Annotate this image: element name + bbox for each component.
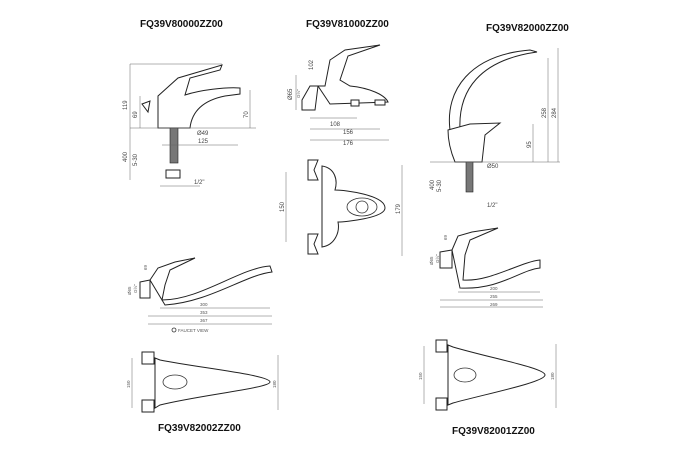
dim-handle: 95 bbox=[527, 141, 533, 148]
dim-269: 269 bbox=[490, 302, 498, 307]
dim-centers: 150 bbox=[418, 372, 423, 380]
dim-counter: 5-30 bbox=[437, 179, 443, 192]
dim-handle: 69 bbox=[133, 111, 139, 118]
dim-depth: 180 bbox=[272, 380, 277, 388]
logo-text: FAUCET VIEW bbox=[178, 328, 209, 333]
dim-108: 108 bbox=[330, 122, 341, 128]
dim-200: 200 bbox=[490, 286, 498, 291]
model-label-1: FQ39V80000ZZ00 bbox=[140, 19, 223, 30]
dim-353: 353 bbox=[200, 310, 208, 315]
drawing-wall-mixer-short: 69 Ø65 G½" 200 255 269 150 180 bbox=[418, 227, 557, 411]
drawing-basin-mixer: 119 69 70 Ø49 125 400 5-30 1/2" bbox=[123, 63, 256, 187]
dim-367: 367 bbox=[200, 318, 208, 323]
dim-connect: G½" bbox=[295, 89, 301, 98]
model-label-2: FQ39V81000ZZ00 bbox=[306, 19, 389, 30]
dim-thread: 1/2" bbox=[194, 180, 204, 186]
dim-hose: 400 bbox=[430, 179, 436, 190]
dim-flange: Ø65 bbox=[429, 256, 434, 265]
dim-reach: 125 bbox=[198, 139, 209, 145]
dim-255: 255 bbox=[490, 294, 498, 299]
dim-176: 176 bbox=[343, 141, 354, 147]
drawing-bath-mixer: 102 Ø65 G½" 108 156 176 bbox=[288, 44, 389, 147]
dim-thread: 1/2" bbox=[487, 203, 497, 209]
dim-depth: 180 bbox=[550, 372, 555, 380]
dim-height: 69 bbox=[143, 264, 148, 270]
dim-spout: 258 bbox=[542, 107, 548, 118]
dim-counter: 5-30 bbox=[133, 153, 139, 166]
dim-height: 119 bbox=[123, 100, 129, 110]
logo-icon bbox=[171, 327, 177, 333]
dim-hose: 400 bbox=[123, 151, 129, 162]
dim-base: Ø49 bbox=[197, 131, 209, 137]
dim-connect: G½" bbox=[434, 254, 440, 263]
dim-centers: 150 bbox=[126, 380, 131, 388]
model-label-3: FQ39V82000ZZ00 bbox=[486, 23, 569, 34]
dim-height: 69 bbox=[443, 234, 448, 240]
dim-base: Ø50 bbox=[487, 164, 499, 170]
dim-height: 284 bbox=[552, 107, 558, 118]
drawing-sink-mixer: 258 284 95 Ø50 400 5-30 1/2" bbox=[430, 48, 560, 209]
dim-connect: G½" bbox=[132, 284, 138, 293]
drawing-front-view: 150 179 bbox=[280, 159, 403, 256]
dim-spout: 70 bbox=[244, 111, 250, 118]
model-label-4: FQ39V82002ZZ00 bbox=[158, 423, 241, 434]
model-label-5: FQ39V82001ZZ00 bbox=[452, 426, 535, 437]
dim-centers: 150 bbox=[280, 201, 286, 212]
dim-flange: Ø65 bbox=[288, 88, 294, 100]
dim-height: 102 bbox=[309, 59, 315, 70]
dim-300: 300 bbox=[200, 302, 208, 307]
drawing-wall-mixer-long: 69 Ø65 G½" 300 353 367 FAUCET VIEW 150 1… bbox=[126, 257, 279, 413]
dim-depth: 179 bbox=[396, 203, 402, 214]
dim-flange: Ø65 bbox=[127, 286, 132, 295]
dim-156: 156 bbox=[343, 130, 354, 136]
